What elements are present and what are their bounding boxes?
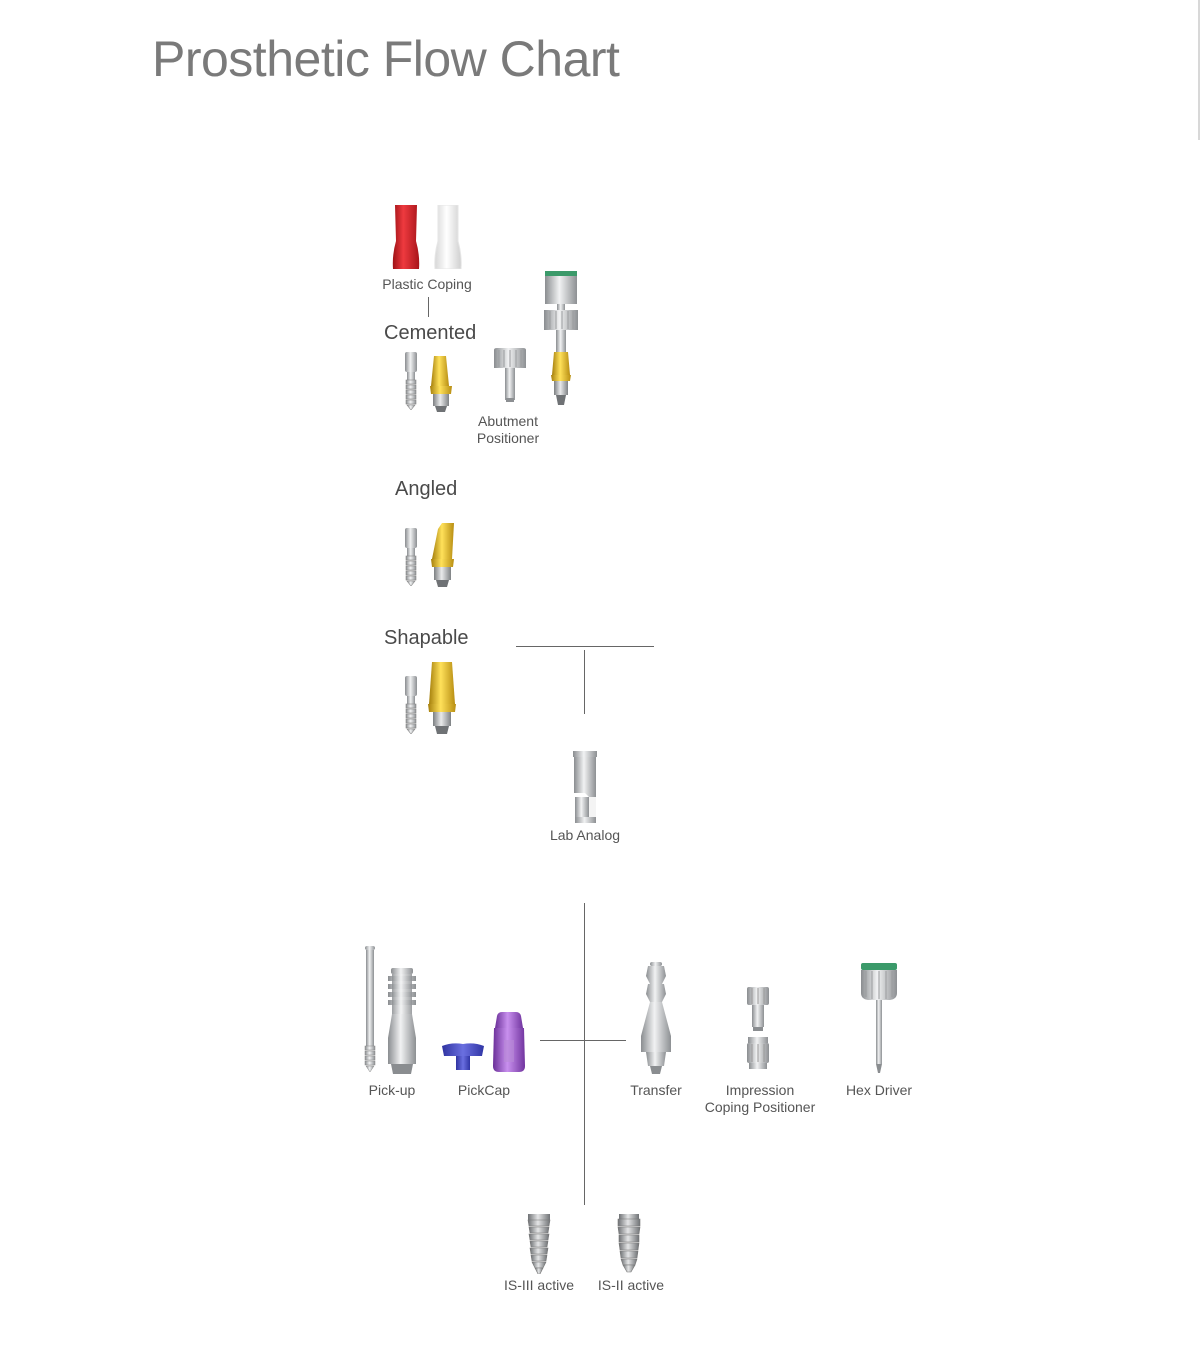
section-angled: Angled [395, 478, 458, 500]
shapable-screw-icon [403, 676, 419, 734]
lab-analog-icon [571, 751, 599, 823]
pick-up-pin-icon [363, 946, 377, 1072]
shapable-abutment-icon [426, 662, 458, 734]
connector-impression-vertical [584, 903, 585, 1205]
connector-shapable-horizontal [516, 646, 654, 647]
pick-up-label: Pick-up [368, 1082, 416, 1098]
lab-analog-label: Lab Analog [549, 827, 621, 843]
hex-driver-label: Hex Driver [845, 1082, 913, 1098]
is3-active-implant-icon [526, 1214, 552, 1274]
transfer-label: Transfer [630, 1082, 682, 1098]
abutment-screw-icon [403, 352, 419, 410]
impression-coping-positioner-bottom-icon [745, 1037, 771, 1069]
plastic-coping-red-icon [392, 205, 420, 269]
connector-impression-horizontal [540, 1040, 626, 1041]
plastic-coping-white-icon [434, 205, 462, 269]
page-edge-shadow [1198, 0, 1200, 140]
section-shapable: Shapable [384, 627, 469, 649]
is3-active-label: IS-III active [503, 1277, 575, 1293]
angled-screw-icon [403, 528, 419, 586]
plastic-coping-label: Plastic Coping [382, 276, 472, 292]
section-cemented: Cemented [384, 322, 477, 344]
abutment-positioner-icon [494, 348, 526, 402]
abutment-positioner-label: Abutment Positioner [476, 413, 540, 446]
pickcap-purple-coping-icon [492, 1012, 526, 1072]
cemented-abutment-icon [428, 356, 454, 412]
abutment-assembly-icon [543, 271, 579, 405]
pickcap-label: PickCap [457, 1082, 511, 1098]
connector-coping-cemented [428, 297, 429, 317]
hex-driver-icon [860, 963, 898, 1073]
is2-active-label: IS-II active [597, 1277, 665, 1293]
is2-active-implant-icon [616, 1214, 642, 1274]
angled-abutment-icon [428, 523, 458, 587]
pick-up-coping-icon [385, 968, 419, 1074]
page-title: Prosthetic Flow Chart [152, 31, 620, 87]
transfer-icon [638, 962, 674, 1074]
impression-coping-positioner-top-icon [745, 987, 771, 1031]
impression-coping-positioner-label: Impression Coping Positioner [704, 1082, 816, 1115]
connector-to-lab-analog [584, 650, 585, 714]
pickcap-blue-cap-icon [442, 1042, 484, 1070]
